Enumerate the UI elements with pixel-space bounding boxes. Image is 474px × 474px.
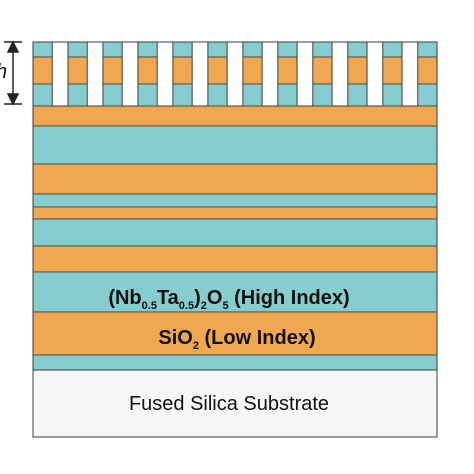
grating-groove [367,40,383,106]
grating-groove-edge [121,42,139,107]
layer-high-index [32,245,438,273]
grating-groove-edge [226,42,244,107]
grating-groove [87,40,103,106]
layer-high-index [32,206,438,220]
grating-groove [122,40,138,106]
layer-low-index [32,354,438,371]
high-index-label: (Nb0.5Ta0.5)2O5 (High Index) [108,287,349,312]
surface-grating [51,40,419,107]
layer-high-index [32,105,438,127]
layer-high-index [32,311,438,356]
substrate-layer [32,369,438,438]
grating-groove [332,40,348,106]
grating-groove [297,40,313,106]
grating-groove-edge [156,42,174,107]
grating-groove [52,40,68,106]
layer-low-index [32,271,438,313]
substrate-label: Fused Silica Substrate [129,393,329,415]
grating-groove-edge [191,42,209,107]
grating-groove-edge [366,42,384,107]
grating-groove-edge [331,42,349,107]
grating-groove-edge [296,42,314,107]
grating-groove [227,40,243,106]
height-label: h [0,61,7,83]
layer-low-index [32,218,438,247]
grating-groove-edge [401,42,419,107]
grating-groove-edge [51,42,69,107]
grating-groove [192,40,208,106]
grating-groove [157,40,173,106]
layer-low-index [32,193,438,208]
layer-low-index [32,125,438,165]
grating-groove [262,40,278,106]
grating-groove-edge [86,42,104,107]
stack-outline [32,41,438,438]
grating-groove-edge [261,42,279,107]
height-dimension-marker [4,40,22,106]
low-index-label: SiO2 (Low Index) [158,327,315,352]
grating-groove [402,40,418,106]
layer-high-index [32,163,438,195]
